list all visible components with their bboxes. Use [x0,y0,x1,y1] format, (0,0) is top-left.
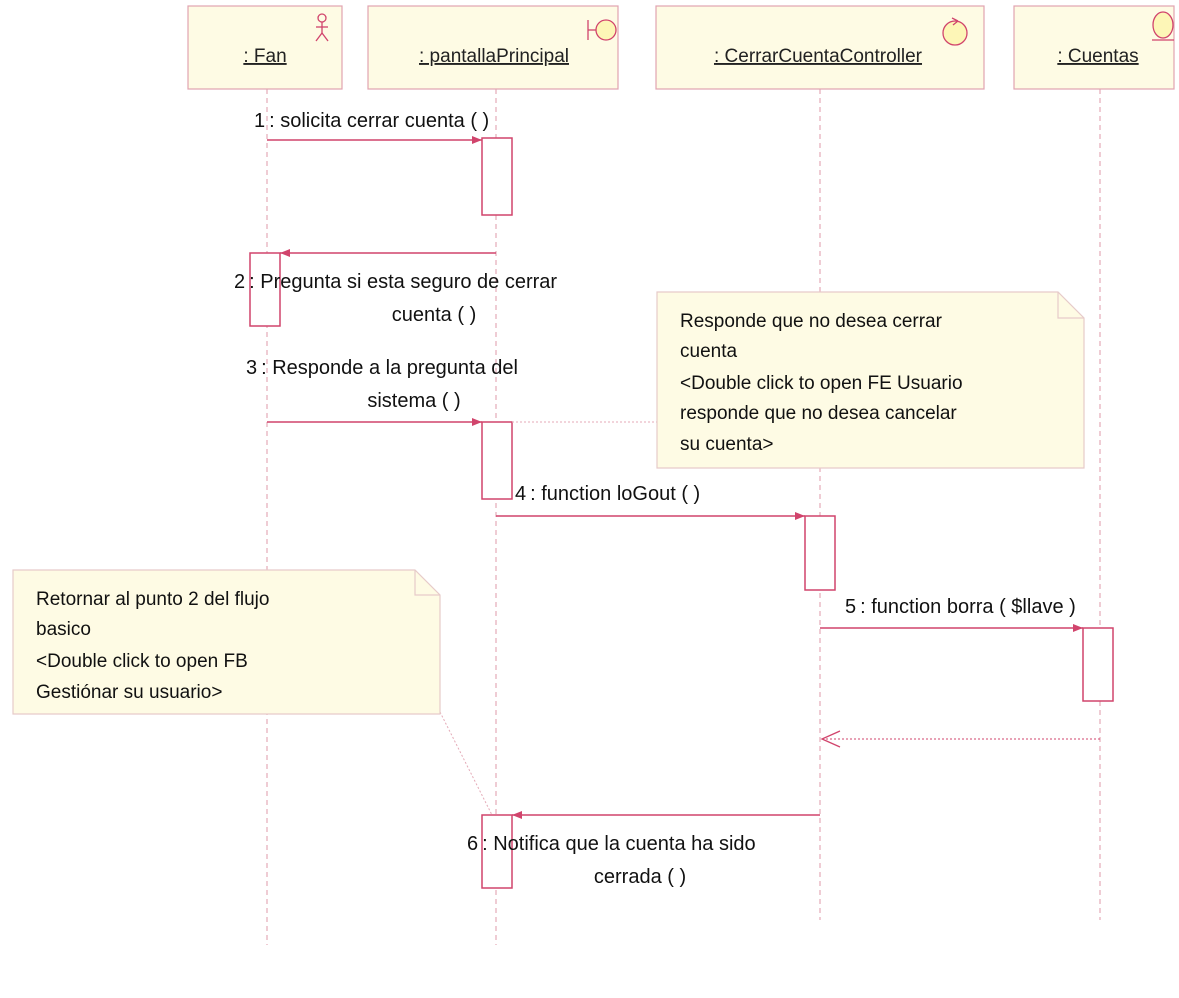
message-4-label: 4: function loGout ( ) [515,483,700,505]
message-5-number: 5 [845,596,856,618]
message-2-label-line2: cuenta ( ) [392,304,476,326]
message-3-text: : Responde a la pregunta del [261,357,518,379]
message-6-label-line2: cerrada ( ) [594,866,686,888]
participant-cuentas-label: : Cuentas [1057,46,1138,67]
activation-bar-fan-2 [249,252,281,327]
control-icon [942,17,968,46]
actor-icon [315,13,329,42]
note-2-line-1: Retornar al punto 2 del flujo [36,589,269,610]
participant-cerrar-cuenta-controller[interactable]: : CerrarCuentaController [655,5,985,90]
note-2-shape [12,569,441,715]
participant-pantalla-principal-label: : pantallaPrincipal [419,46,569,67]
participant-fan[interactable]: : Fan [187,5,343,90]
note-1-line-5: su cuenta> [680,434,774,455]
message-1-label: 1: solicita cerrar cuenta ( ) [254,110,489,132]
note-1-shape [656,291,1085,469]
note-1-line-1: Responde que no desea cerrar [680,311,943,332]
note-2-connector [439,711,493,816]
activation-bar-cuentas-5 [1082,627,1114,702]
note-1-fold [1057,292,1084,319]
message-2-text: : Pregunta si esta seguro de cerrar [249,271,557,293]
message-3-number: 3 [246,357,257,379]
message-4-text: : function loGout ( ) [530,483,700,505]
activation-bar-pantalla-6 [481,814,513,889]
message-6-label: 6: Notifica que la cuenta ha sido [467,833,756,855]
activation-bar-controller-4 [804,515,836,591]
message-4-number: 4 [515,483,526,505]
message-5-text: : function borra ( $llave ) [860,596,1076,618]
entity-icon [1152,11,1174,41]
note-2-line-3: <Double click to open FB [36,651,248,672]
note-1-line-4: responde que no desea cancelar [680,403,957,424]
return-message-arrowhead [820,730,841,748]
message-1-text: : solicita cerrar cuenta ( ) [269,110,489,132]
participant-cuentas[interactable]: : Cuentas [1013,5,1175,90]
note-2-line-4: Gestiónar su usuario> [36,682,222,703]
message-3-label: 3: Responde a la pregunta del [246,357,518,379]
message-2-number: 2 [234,271,245,293]
note-1-line-2: cuenta [680,341,737,362]
message-5-label: 5: function borra ( $llave ) [845,596,1076,618]
activation-bar-pantalla-1 [481,137,513,216]
message-6-text: : Notifica que la cuenta ha sido [482,833,756,855]
message-3-label-line2: sistema ( ) [367,390,460,412]
participant-pantalla-principal[interactable]: : pantallaPrincipal [367,5,619,90]
note-2-line-2: basico [36,619,91,640]
note-2[interactable]: Retornar al punto 2 del flujo basico <Do… [12,569,493,816]
boundary-icon [587,19,617,41]
message-2-label: 2: Pregunta si esta seguro de cerrar [234,271,557,293]
message-1-number: 1 [254,110,265,132]
note-1-line-3: <Double click to open FE Usuario [680,373,963,394]
activation-bar-pantalla-3 [481,421,513,500]
participant-fan-label: : Fan [243,46,286,67]
participant-cerrar-cuenta-controller-label: : CerrarCuentaController [714,46,923,67]
note-1[interactable]: Responde que no desea cerrar cuenta <Dou… [512,291,1085,469]
note-2-fold [414,570,440,596]
message-6-number: 6 [467,833,478,855]
